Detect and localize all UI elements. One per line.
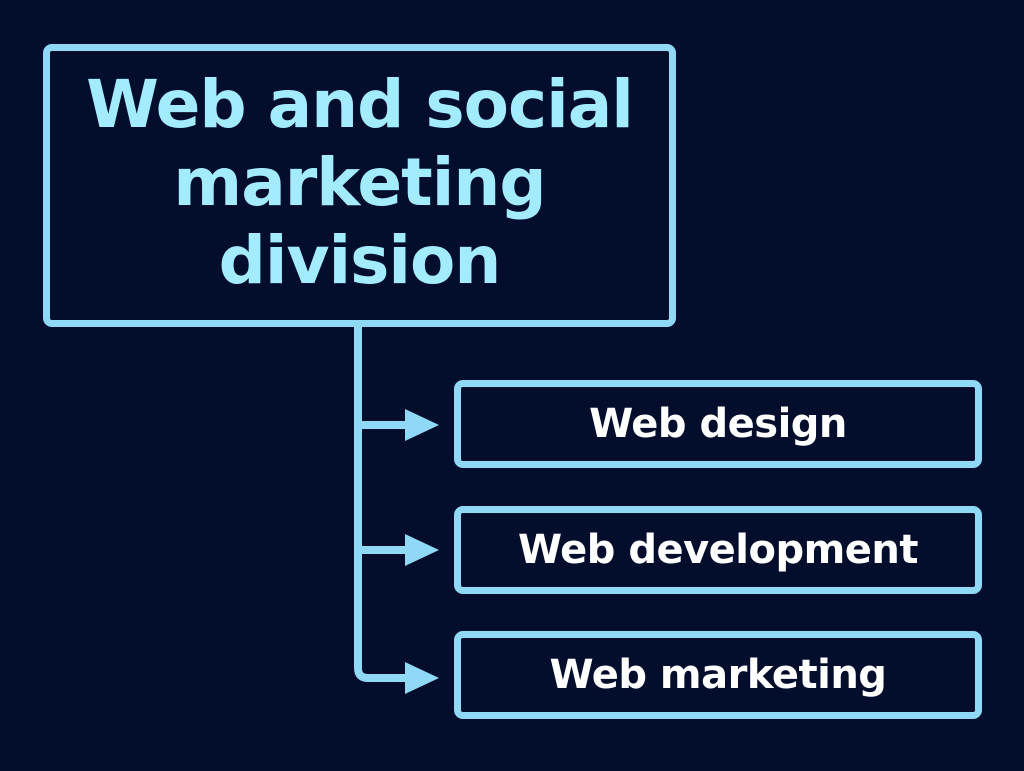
root-node-box: Web and social marketing division — [43, 44, 676, 327]
child-node-label: Web development — [517, 527, 919, 573]
arrowhead-web-design — [405, 409, 439, 441]
child-node-web-design: Web design — [454, 380, 982, 468]
child-node-label: Web marketing — [549, 652, 887, 698]
root-node-title: Web and social marketing division — [80, 66, 640, 300]
child-node-web-development: Web development — [454, 506, 982, 594]
root-title-line: marketing — [173, 143, 546, 221]
arrowhead-web-marketing — [405, 662, 439, 694]
arrowhead-web-development — [405, 534, 439, 566]
child-node-label: Web design — [589, 401, 847, 447]
trunk-line — [354, 322, 424, 682]
child-node-web-marketing: Web marketing — [454, 631, 982, 719]
root-title-line: division — [218, 221, 502, 299]
root-title-line: Web and social — [86, 65, 634, 143]
